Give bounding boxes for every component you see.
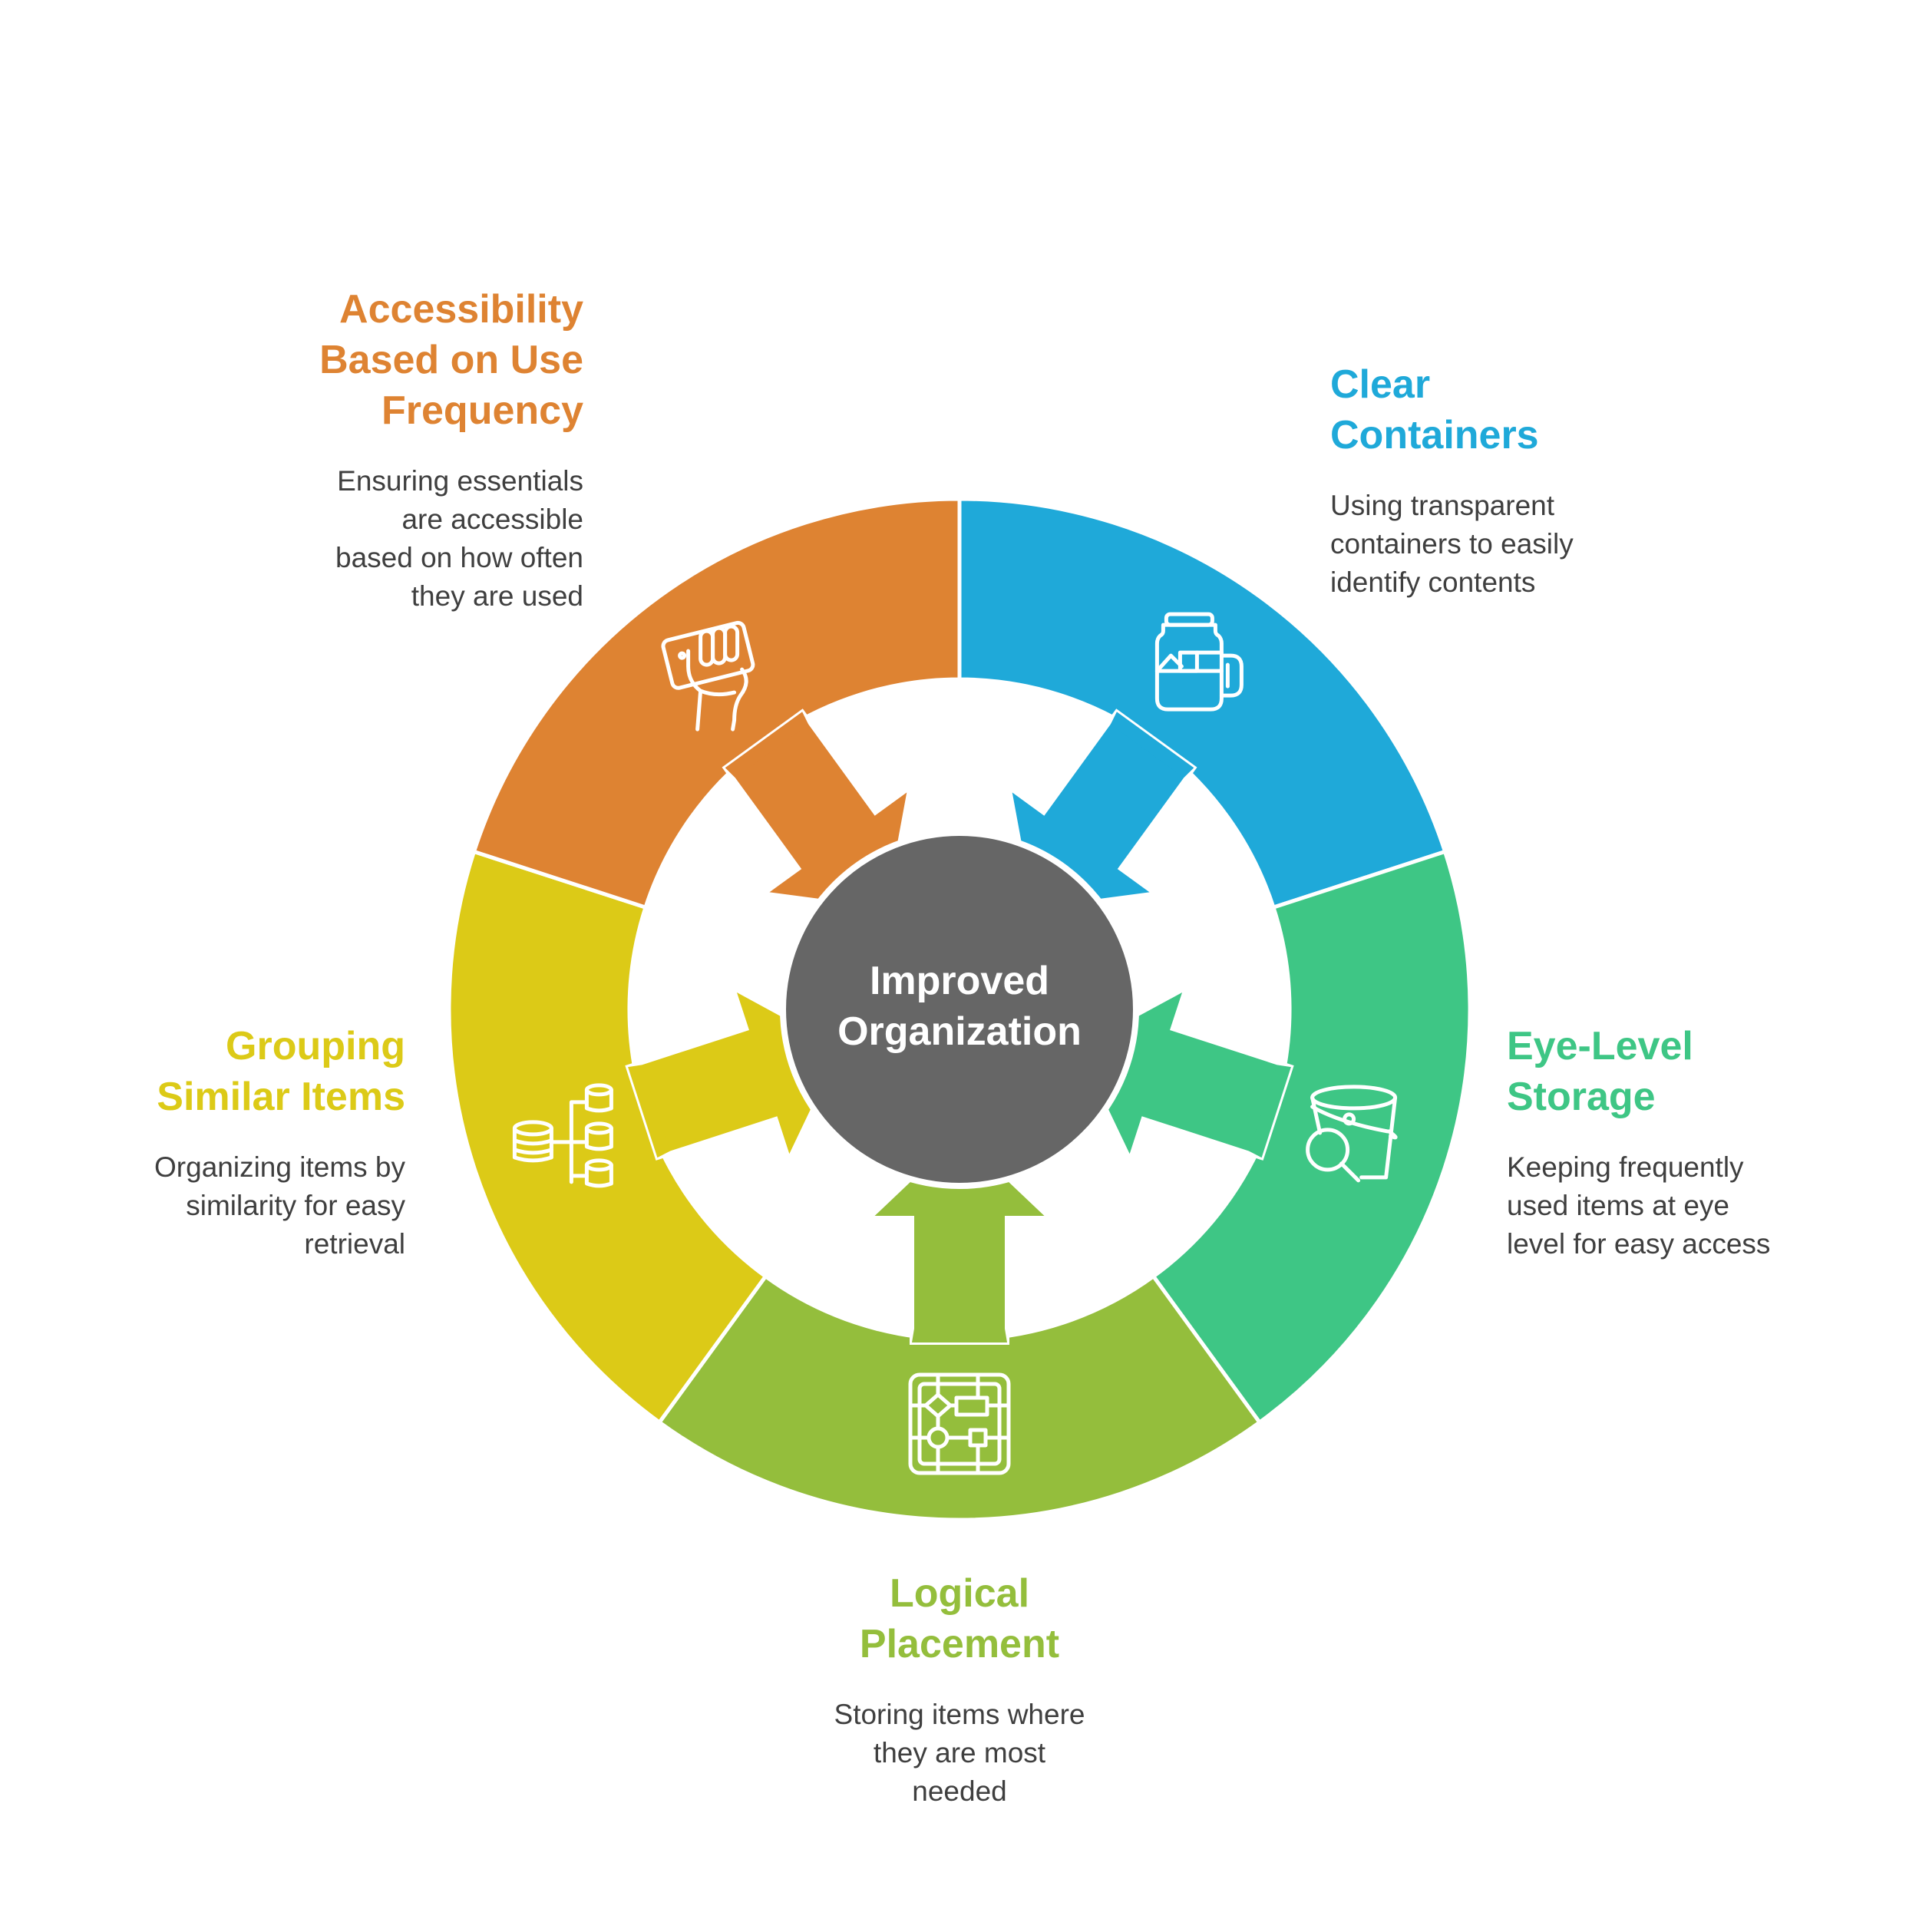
segment-desc-clear-containers: Using transparent containers to easily i… <box>1330 490 1574 598</box>
center-circle <box>780 830 1139 1189</box>
center-title-line: Organization <box>837 1009 1082 1054</box>
segment-desc-grouping-similar-items: Organizing items by similarity for easy … <box>154 1151 405 1260</box>
segment-title-clear-containers: Clear Containers <box>1330 362 1539 457</box>
arrow-joint-clear <box>1110 712 1194 778</box>
segment-title-logical-placement: Logical Placement <box>859 1571 1060 1666</box>
hand-holding-phone-icon <box>661 620 755 732</box>
segment-clear <box>957 497 1448 910</box>
segment-access <box>471 497 962 910</box>
label-grouping-similar-items: Grouping Similar Items Organizing items … <box>154 1021 405 1263</box>
segment-title-grouping-similar-items: Grouping Similar Items <box>157 1024 405 1119</box>
arrow-joint-eye <box>1249 1065 1291 1158</box>
segment-desc-logical-placement: Storing items where they are most needed <box>834 1699 1085 1807</box>
jar-icon <box>1154 612 1244 712</box>
segment-group <box>447 849 768 1425</box>
arrow-joint-group <box>628 1065 670 1158</box>
arrow-joint-logical <box>912 1329 1007 1342</box>
bucket-search-icon <box>1306 1085 1398 1183</box>
label-accessibility: Accessibility Based on Use Frequency Ens… <box>319 284 583 616</box>
label-logical-placement: Logical Placement Storing items where th… <box>768 1568 1151 1811</box>
segment-desc-accessibility: Ensuring essentials are accessible based… <box>335 465 583 612</box>
arrow-joint-access <box>725 712 809 778</box>
segment-title-accessibility: Accessibility Based on Use Frequency <box>319 287 583 433</box>
label-clear-containers: Clear Containers Using transparent conta… <box>1330 359 1574 602</box>
segment-desc-eye-level-storage: Keeping frequently used items at eye lev… <box>1507 1151 1771 1260</box>
label-eye-level-storage: Eye-Level Storage Keeping frequently use… <box>1507 1021 1770 1263</box>
center-title-line: Improved <box>870 959 1049 1003</box>
flowchart-icon <box>908 1372 1011 1475</box>
database-tree-icon <box>512 1083 613 1188</box>
segment-title-eye-level-storage: Eye-Level Storage <box>1507 1024 1693 1119</box>
